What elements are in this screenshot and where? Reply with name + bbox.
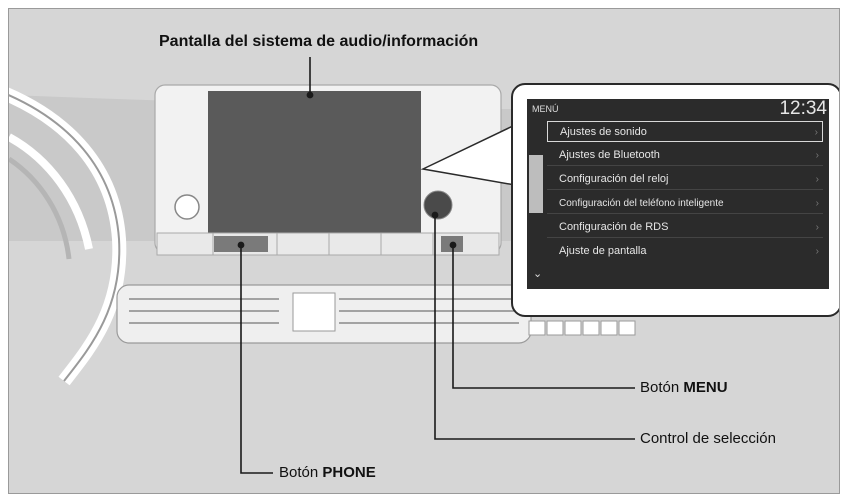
- menu-item-label: Ajustes de Bluetooth: [559, 149, 660, 161]
- menu-item-label: Ajuste de pantalla: [559, 245, 647, 257]
- menu-item-smartphone: Configuración del teléfono inteligente ›: [547, 193, 823, 214]
- arrow-icon: ›: [814, 127, 818, 138]
- screen-header: MENÚ 12:34: [527, 99, 829, 119]
- leader-lines: [237, 57, 635, 474]
- arrow-icon: ›: [815, 174, 819, 185]
- menu-scrollbar: [529, 155, 543, 213]
- climate-buttons: [528, 320, 636, 336]
- screen-clock: 12:34: [779, 99, 827, 119]
- arrow-icon: ›: [815, 150, 819, 161]
- screen-zoom-panel: MENÚ 12:34 Ajustes de sonido › Ajustes de…: [511, 83, 839, 317]
- screen-header-label: MENÚ: [532, 104, 559, 114]
- vent-slats: [129, 298, 519, 324]
- selector-knob: [423, 190, 453, 220]
- audio-screen: [208, 91, 421, 234]
- menu-button-label: Botón MENU: [640, 379, 728, 396]
- diagram-frame: Pantalla del sistema de audio/informació…: [8, 8, 840, 494]
- phone-label-bold: PHONE: [322, 464, 376, 481]
- diagram-title: Pantalla del sistema de audio/informació…: [159, 33, 479, 50]
- menu-item-sound: Ajustes de sonido ›: [547, 121, 823, 142]
- menu-label-prefix: Botón: [640, 379, 684, 396]
- menu-item-label: Configuración de RDS: [559, 221, 669, 233]
- phone-button-label: Botón PHONE: [279, 464, 376, 481]
- hazard-button: [292, 292, 336, 332]
- volume-knob: [174, 194, 200, 220]
- menu-item-rds: Configuración de RDS ›: [547, 217, 823, 238]
- menu-item-display: Ajuste de pantalla ›: [547, 241, 823, 262]
- arrow-icon: ›: [815, 222, 819, 233]
- menu-label-bold: MENU: [683, 379, 728, 396]
- menu-item-clock: Configuración del reloj ›: [547, 169, 823, 190]
- phone-label-prefix: Botón: [279, 464, 323, 481]
- selector-label: Control de selección: [640, 430, 776, 447]
- arrow-icon: ›: [815, 246, 819, 257]
- arrow-icon: ›: [815, 198, 819, 209]
- menu-item-label: Ajustes de sonido: [560, 126, 647, 138]
- zoomed-screen: MENÚ 12:34 Ajustes de sonido › Ajustes de…: [527, 99, 829, 289]
- menu-item-bluetooth: Ajustes de Bluetooth ›: [547, 145, 823, 166]
- chevron-down-icon: ⌄: [533, 268, 543, 280]
- menu-item-label: Configuración del reloj: [559, 173, 669, 185]
- menu-item-label: Configuración del teléfono inteligente: [559, 198, 724, 209]
